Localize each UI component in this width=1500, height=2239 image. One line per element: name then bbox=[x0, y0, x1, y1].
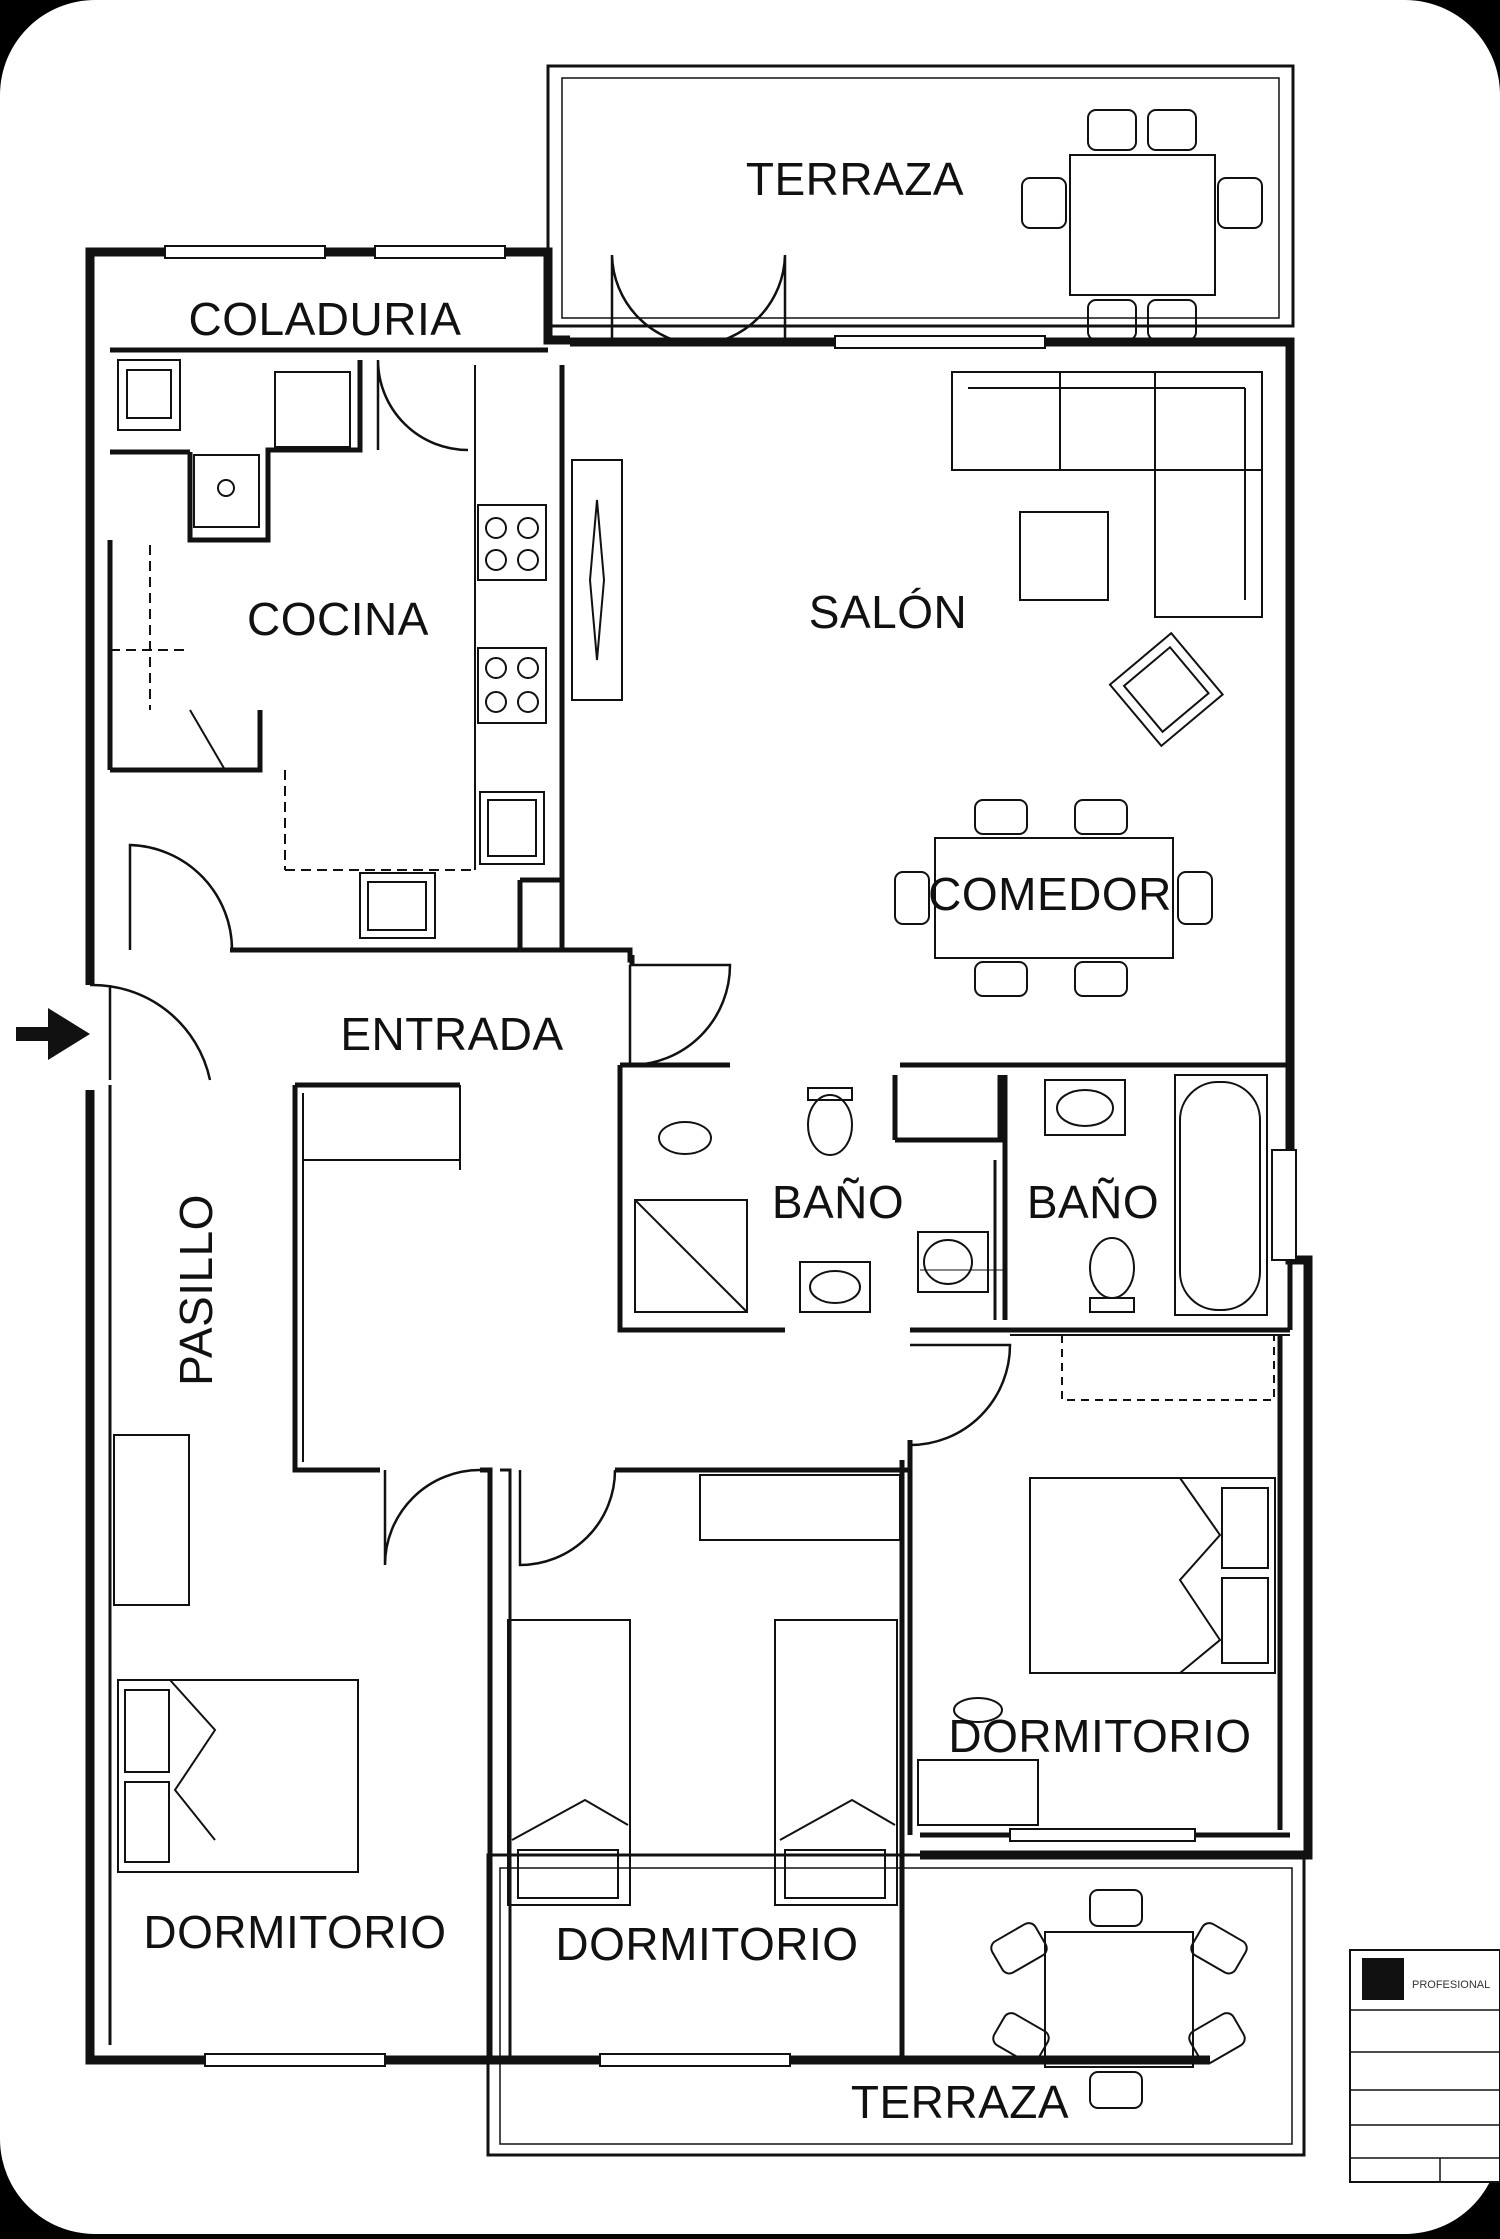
room-label-comedor: COMEDOR bbox=[928, 868, 1172, 920]
title-block: PROFESIONAL bbox=[1349, 1949, 1500, 2183]
room-label-bano-left: BAÑO bbox=[772, 1176, 904, 1228]
wardrobe-left bbox=[113, 1434, 190, 1606]
room-label-terraza-top: TERRAZA bbox=[746, 153, 964, 205]
wardrobe-right bbox=[1061, 1334, 1275, 1401]
desk bbox=[917, 1759, 1039, 1826]
bed-mid-right bbox=[774, 1619, 898, 1906]
doors bbox=[89, 254, 1012, 1567]
room-label-salon: SALÓN bbox=[809, 586, 967, 638]
room-labels: TERRAZA COLADURIA COCINA SALÓN COMEDOR E… bbox=[143, 153, 1251, 2128]
title-block-company: PROFESIONAL bbox=[1412, 1979, 1490, 1991]
room-label-dormitorio-right: DORMITORIO bbox=[948, 1710, 1251, 1762]
room-label-coladuria: COLADURIA bbox=[189, 293, 462, 345]
tv-unit bbox=[571, 459, 623, 701]
room-label-dormitorio-mid: DORMITORIO bbox=[555, 1918, 858, 1970]
shower bbox=[634, 1199, 748, 1313]
bed-left bbox=[117, 1679, 359, 1873]
room-label-bano-right: BAÑO bbox=[1027, 1176, 1159, 1228]
furniture bbox=[110, 109, 1276, 2109]
wardrobe-mid bbox=[699, 1474, 901, 1541]
interior-walls bbox=[107, 347, 1293, 2060]
room-label-terraza-bottom: TERRAZA bbox=[851, 2076, 1069, 2128]
dining-table bbox=[934, 837, 1174, 959]
bed-mid-left bbox=[507, 1619, 631, 1906]
windows bbox=[164, 245, 1297, 2067]
bed-right bbox=[1029, 1477, 1276, 1674]
room-label-pasillo: PASILLO bbox=[170, 1194, 222, 1386]
terrace-table-top bbox=[1069, 154, 1216, 296]
terrace-top-outline bbox=[546, 64, 1295, 328]
terrace-table-bottom bbox=[1044, 1931, 1194, 2068]
room-label-cocina: COCINA bbox=[247, 593, 429, 645]
room-label-dormitorio-left: DORMITORIO bbox=[143, 1906, 446, 1958]
coffee-table bbox=[1019, 511, 1109, 601]
company-logo bbox=[1362, 1958, 1404, 2000]
room-label-entrada: ENTRADA bbox=[340, 1008, 563, 1060]
armchair bbox=[1108, 631, 1225, 748]
entry-arrow-icon bbox=[16, 1008, 90, 1060]
